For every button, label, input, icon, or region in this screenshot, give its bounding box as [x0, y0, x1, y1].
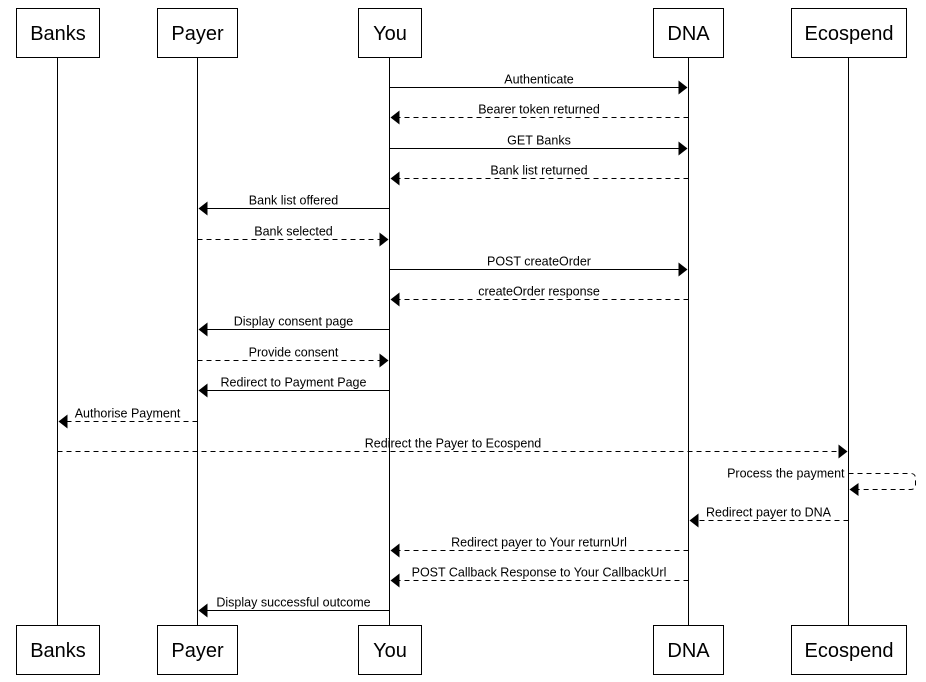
participant-you-top: You: [358, 8, 422, 58]
message-label: Redirect payer to DNA: [706, 506, 832, 520]
message-16: Redirect payer to Your returnUrl: [390, 536, 689, 558]
message-7: POST createOrder: [389, 255, 688, 277]
message-6: Bank selected: [197, 225, 389, 247]
arrowhead: [198, 322, 208, 337]
participant-you-bottom: You: [358, 625, 422, 675]
participant-dna-bottom: DNA: [653, 625, 724, 675]
participant-label: You: [373, 640, 407, 662]
participant-box: [358, 8, 422, 58]
message-9: Display consent page: [198, 315, 390, 337]
message-label: Redirect payer to Your returnUrl: [451, 536, 627, 550]
message-12: Authorise Payment: [58, 407, 198, 429]
message-11: Redirect to Payment Page: [198, 376, 390, 398]
arrowhead: [390, 171, 400, 186]
participant-label: Banks: [30, 23, 86, 45]
message-17: POST Callback Response to Your CallbackU…: [390, 566, 689, 588]
lifelines: [57, 58, 849, 625]
message-label: POST createOrder: [487, 255, 591, 269]
message-label: Display consent page: [234, 315, 354, 329]
participant-box: [16, 625, 100, 675]
message-label: Redirect to Payment Page: [221, 376, 367, 390]
participant-label: You: [373, 23, 407, 45]
message-label: Process the payment: [727, 467, 845, 481]
arrowhead: [198, 201, 208, 216]
message-label: Bearer token returned: [478, 103, 600, 117]
participant-box: [791, 8, 907, 58]
participant-label: Ecospend: [805, 23, 894, 45]
message-label: Provide consent: [249, 346, 339, 360]
participant-box: [791, 625, 907, 675]
message-label: Authorise Payment: [75, 407, 181, 421]
participant-box: [358, 625, 422, 675]
arrowhead: [390, 543, 400, 558]
arrowhead: [58, 414, 68, 429]
message-3: GET Banks: [389, 134, 688, 156]
arrowhead: [678, 262, 688, 277]
arrowhead: [198, 383, 208, 398]
arrowhead: [678, 80, 688, 95]
participant-label: DNA: [667, 640, 710, 662]
message-label: Authenticate: [504, 73, 574, 87]
message-label: createOrder response: [478, 285, 600, 299]
message-label: Display successful outcome: [216, 596, 370, 610]
participant-banks-top: Banks: [16, 8, 100, 58]
participant-box: [16, 8, 100, 58]
message-18: Display successful outcome: [198, 596, 390, 618]
participant-box: [157, 8, 238, 58]
participant-ecospend-top: Ecospend: [791, 8, 907, 58]
message-label: Redirect the Payer to Ecospend: [365, 437, 542, 451]
participant-box: [653, 8, 724, 58]
arrowhead: [838, 444, 848, 459]
participant-box: [653, 625, 724, 675]
arrowhead: [379, 353, 389, 368]
message-2: Bearer token returned: [390, 103, 689, 125]
arrowhead: [390, 573, 400, 588]
message-label: POST Callback Response to Your CallbackU…: [412, 566, 667, 580]
message-4: Bank list returned: [390, 164, 689, 186]
message-label: Bank list offered: [249, 194, 338, 208]
arrowhead: [849, 483, 859, 496]
arrowhead: [379, 232, 389, 247]
participants-top: Banks Payer You DNA Ecospend: [16, 8, 907, 58]
participants-bottom: Banks Payer You DNA Ecospend: [16, 625, 907, 675]
message-8: createOrder response: [390, 285, 689, 307]
arrowhead: [678, 141, 688, 156]
message-14: Process the payment: [727, 467, 916, 496]
arrowhead: [390, 292, 400, 307]
participant-label: Ecospend: [805, 640, 894, 662]
participant-banks-bottom: Banks: [16, 625, 100, 675]
message-label: Bank list returned: [490, 164, 587, 178]
arrowhead: [198, 603, 208, 618]
message-1: Authenticate: [389, 73, 688, 95]
arrowhead: [390, 110, 400, 125]
message-line: [848, 473, 916, 490]
message-13: Redirect the Payer to Ecospend: [57, 437, 848, 459]
participant-ecospend-bottom: Ecospend: [791, 625, 907, 675]
participant-label: DNA: [667, 23, 710, 45]
message-label: GET Banks: [507, 134, 571, 148]
participant-label: Payer: [171, 23, 224, 45]
message-label: Bank selected: [254, 225, 333, 239]
message-10: Provide consent: [197, 346, 389, 368]
participant-payer-top: Payer: [157, 8, 238, 58]
participant-box: [157, 625, 238, 675]
message-5: Bank list offered: [198, 194, 390, 216]
participant-label: Banks: [30, 640, 86, 662]
participant-label: Payer: [171, 640, 224, 662]
participant-payer-bottom: Payer: [157, 625, 238, 675]
participant-dna-top: DNA: [653, 8, 724, 58]
message-15: Redirect payer to DNA: [689, 506, 849, 528]
arrowhead: [689, 513, 699, 528]
